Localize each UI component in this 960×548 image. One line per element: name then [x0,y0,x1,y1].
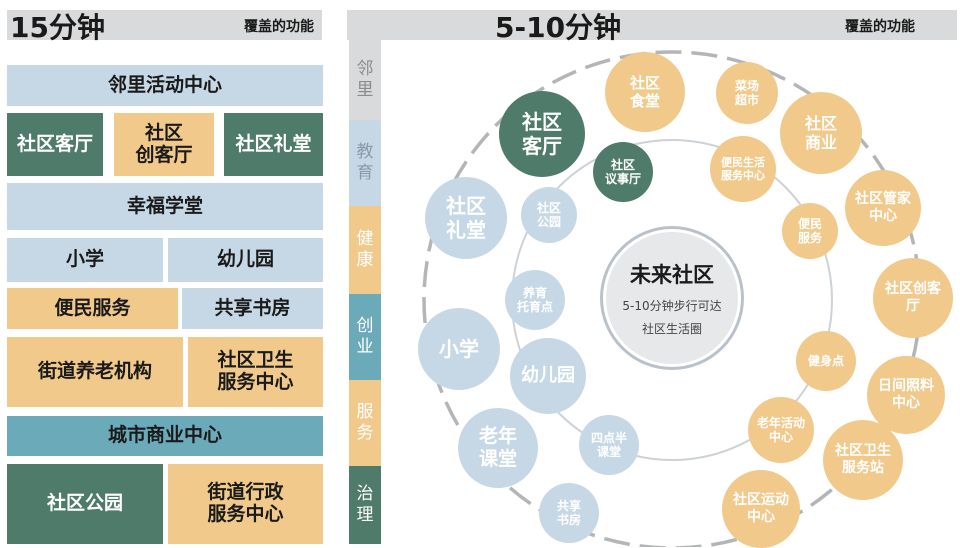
bubble-senior-class: 老年 课堂 [458,408,538,488]
center-circle: 未来社区 5-10分钟步行可达 社区生活圈 [603,229,741,367]
bubble-childcare: 养育 托育点 [505,270,565,330]
side-label-governance: 治 理 [349,466,381,544]
side-label-education: 教 育 [349,120,381,206]
bubble-convenience-center: 便民生活 服务中心 [710,136,776,202]
box-neighborhood-center: 邻里活动中心 [7,65,323,106]
right-subtitle: 覆盖的功能 [845,19,915,35]
right-header-bar: 5-10分钟 覆盖的功能 [347,10,957,44]
box-admin-center: 街道行政 服务中心 [168,464,323,544]
bubble-park: 社区 公园 [521,187,577,243]
box-health-center: 社区卫生 服务中心 [188,337,323,407]
bubble-commerce: 社区 商业 [780,92,862,174]
bubble-day-care: 日间照料 中心 [867,356,945,434]
bubble-kindergarten: 幼儿园 [510,338,586,414]
box-living-room: 社区客厅 [7,113,103,176]
side-label-health: 健 康 [349,206,381,294]
left-title: 15分钟 [10,11,105,44]
side-label-startup: 创 业 [349,294,381,380]
bubble-sports-center: 社区运动 中心 [722,470,800,548]
bubble-steward-center: 社区管家 中心 [845,170,921,246]
bubble-shared-bookroom: 共享 书房 [539,483,599,543]
box-primary-school: 小学 [7,238,163,282]
bubble-fitness: 健身点 [796,331,856,391]
right-title: 5-10分钟 [495,11,622,44]
bubble-living-room: 社区 客厅 [499,91,585,177]
bubble-elder-activity: 老年活动 中心 [748,397,814,463]
side-label-neighbor: 邻 里 [349,40,381,120]
box-bookroom: 共享书房 [182,288,323,329]
left-header-bar: 15分钟 覆盖的功能 [7,10,322,44]
bubble-hall: 社区 礼堂 [425,177,507,259]
bubble-market: 菜场 超市 [716,62,778,124]
bubble-afterschool-class: 四点半 课堂 [579,415,639,475]
box-community-park: 社区公园 [7,464,163,544]
bubble-maker-hall: 社区创客 厅 [873,258,953,338]
box-kindergarten: 幼儿园 [168,238,323,282]
side-label-service: 服 务 [349,380,381,466]
bubble-primary-school: 小学 [418,308,500,390]
bubble-convenience: 便民 服务 [782,203,838,259]
box-happy-school: 幸福学堂 [7,183,323,230]
bubble-health-station: 社区卫生 服务站 [823,420,903,500]
center-line1: 5-10分钟步行可达 [622,299,722,313]
center-title: 未来社区 [630,263,714,287]
box-hall: 社区礼堂 [224,113,323,176]
center-line2: 社区生活圈 [641,322,702,336]
box-elder-institution: 街道养老机构 [7,337,183,407]
bubble-canteen: 社区 食堂 [605,52,685,132]
box-city-commerce: 城市商业中心 [7,416,323,456]
bubble-council: 社区 议事厅 [593,142,653,202]
box-maker: 社区 创客厅 [114,113,214,176]
box-convenience: 便民服务 [7,288,178,329]
left-subtitle: 覆盖的功能 [244,19,314,35]
